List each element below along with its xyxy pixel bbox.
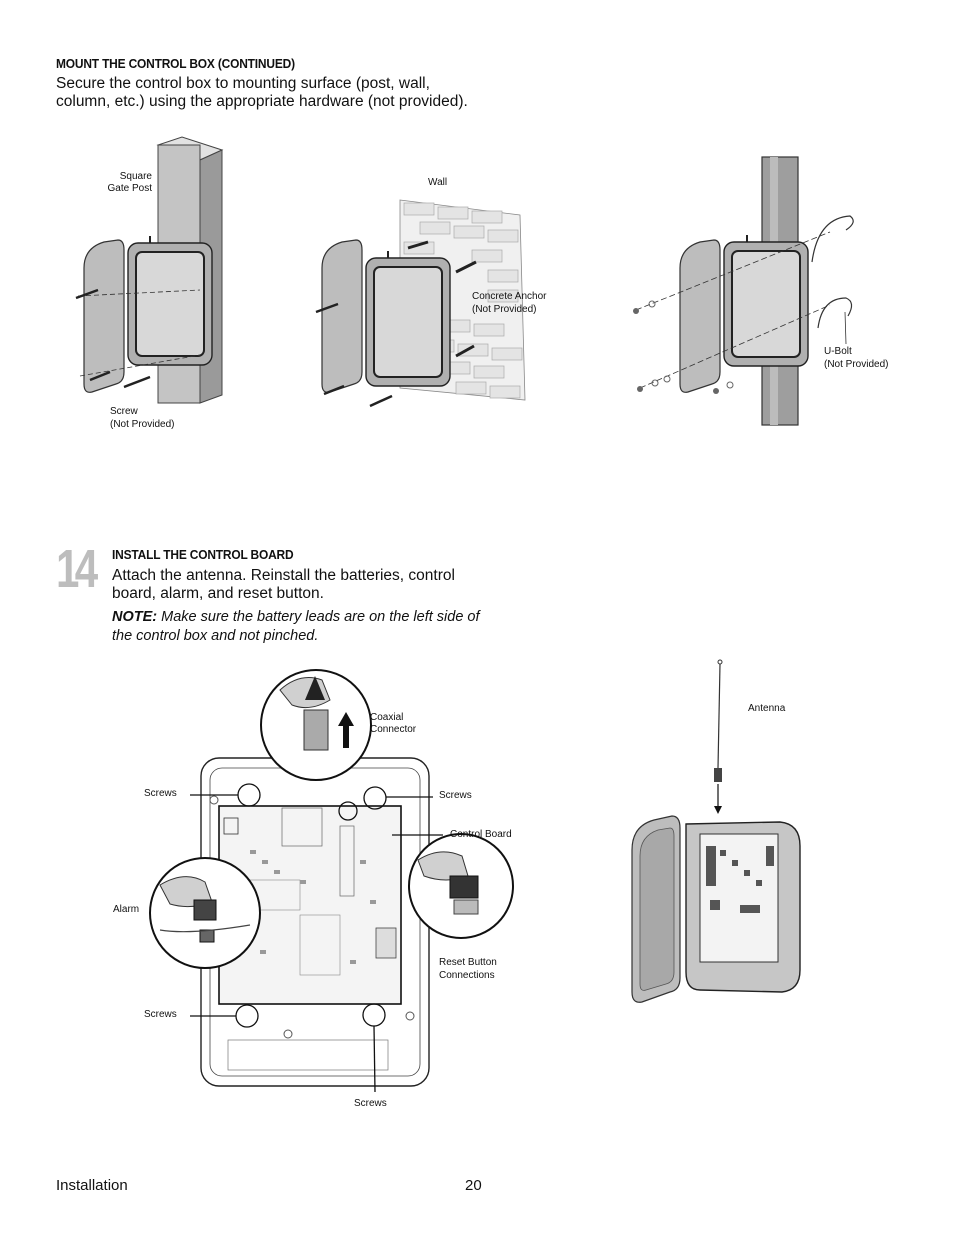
reset-label-line-2: Connections: [439, 970, 495, 981]
section-body-line-1: Secure the control box to mounting surfa…: [56, 75, 430, 92]
note-text: Make sure the battery leads are on the l…: [157, 609, 480, 625]
section-heading: MOUNT THE CONTROL BOX (CONTINUED): [56, 56, 295, 71]
step-note-line-1: NOTE: Make sure the battery leads are on…: [112, 608, 480, 627]
control-box-pole: [633, 215, 854, 394]
control-board-label: Control Board: [450, 829, 512, 840]
control-box-post: [75, 236, 213, 393]
control-box-with-antenna: [631, 659, 801, 1003]
screws-bottom-label: Screws: [354, 1098, 387, 1109]
screw-markers: [190, 783, 443, 1093]
reset-button-callout: [408, 833, 514, 939]
section-body-line-2: column, etc.) using the appropriate hard…: [56, 93, 468, 110]
screws-top-left-label: Screws: [144, 788, 177, 799]
coax-label-line-2: Connector: [370, 724, 417, 735]
alarm-callout: [149, 857, 261, 969]
wall-label: Wall: [428, 177, 448, 188]
concrete-anchor-label-line-2: (Not Provided): [472, 304, 537, 315]
screws-bottom-left-label: Screws: [144, 1009, 177, 1020]
alarm-label: Alarm: [113, 904, 140, 915]
gate-post-label-line-2: Gate Post: [107, 183, 152, 194]
step-number: 14: [56, 539, 98, 599]
step-heading: INSTALL THE CONTROL BOARD: [112, 547, 294, 562]
step-body-line-1: Attach the antenna. Reinstall the batter…: [112, 567, 455, 584]
coax-label-line-1: Coaxial: [370, 712, 404, 723]
ubolt-label-line-1: U-Bolt: [824, 346, 852, 357]
reset-label-line-1: Reset Button: [439, 957, 497, 968]
control-box-wall: [315, 239, 477, 408]
page-number: 20: [465, 1177, 482, 1194]
footer-section: Installation: [56, 1177, 128, 1194]
step-body-line-2: board, alarm, and reset button.: [112, 585, 324, 602]
gate-post-label-line-1: Square: [119, 171, 152, 182]
screw-label-line-1: Screw: [110, 406, 138, 417]
screws-top-right-label: Screws: [439, 790, 472, 801]
ubolt-label-line-2: (Not Provided): [824, 359, 889, 370]
step-note-line-2: the control box and not pinched.: [112, 628, 319, 644]
coax-connector-callout: [260, 669, 372, 781]
note-prefix: NOTE:: [112, 609, 158, 625]
concrete-anchor-label-line-1: Concrete Anchor: [472, 291, 547, 302]
screw-label-line-2: (Not Provided): [110, 419, 175, 430]
antenna-label: Antenna: [748, 703, 786, 714]
